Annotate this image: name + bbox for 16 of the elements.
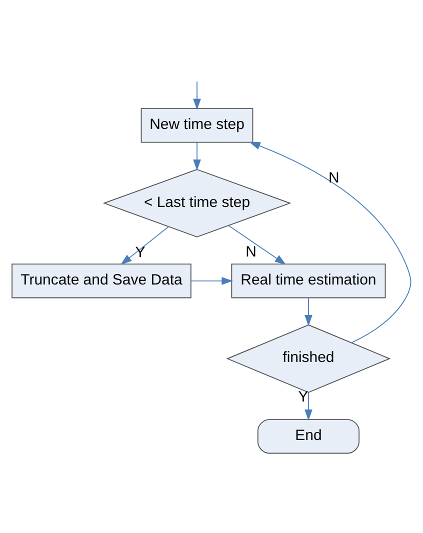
node-box: Real time estimation [231,263,386,298]
arrow [228,224,286,264]
edge-label: N [246,243,256,260]
node-box: End [257,418,360,454]
arrow [249,141,412,343]
arrow [190,276,233,284]
node-box: Truncate and Save Data [12,263,192,298]
arrow [304,392,312,420]
arrow [304,296,312,326]
node-diamond: finished [226,324,391,392]
arrow [120,226,170,264]
node-diamond: < Last time step [102,168,292,237]
edge-label: N [328,169,340,186]
arrow [193,80,201,110]
arrow [193,142,201,170]
node-box: New time step [140,108,254,142]
